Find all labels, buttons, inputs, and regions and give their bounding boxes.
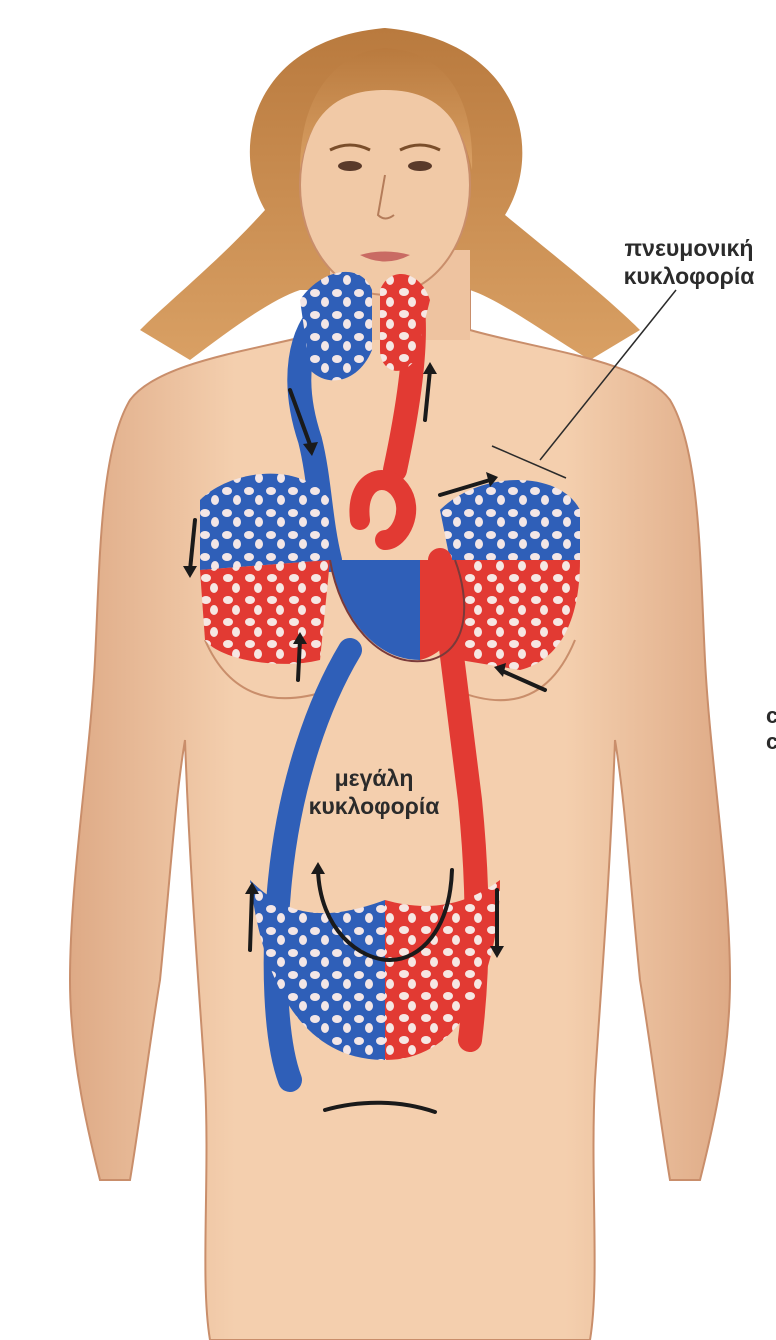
systemic-label-line1: μεγάλη [294,764,454,792]
systemic-circulation-label: μεγάλη κυκλοφορία [294,764,454,820]
head-veins-network [300,272,372,381]
cut-off-label-line2: c [766,729,776,755]
pulmonary-circulation-label: πνευμονική κυκλοφορία [604,234,774,290]
pulmonary-label-line2: κυκλοφορία [604,262,774,290]
cut-off-label-line1: c [766,703,776,729]
left-lung-blue [200,474,330,570]
arrow-up-ivc [298,640,300,680]
left-eye [338,161,362,171]
right-eye [408,161,432,171]
systemic-label-line2: κυκλοφορία [294,792,454,820]
arrow-up-left [250,890,252,950]
left-lung-red [200,560,330,664]
cut-off-label: c c [766,703,776,755]
pulmonary-label-line1: πνευμονική [604,234,774,262]
